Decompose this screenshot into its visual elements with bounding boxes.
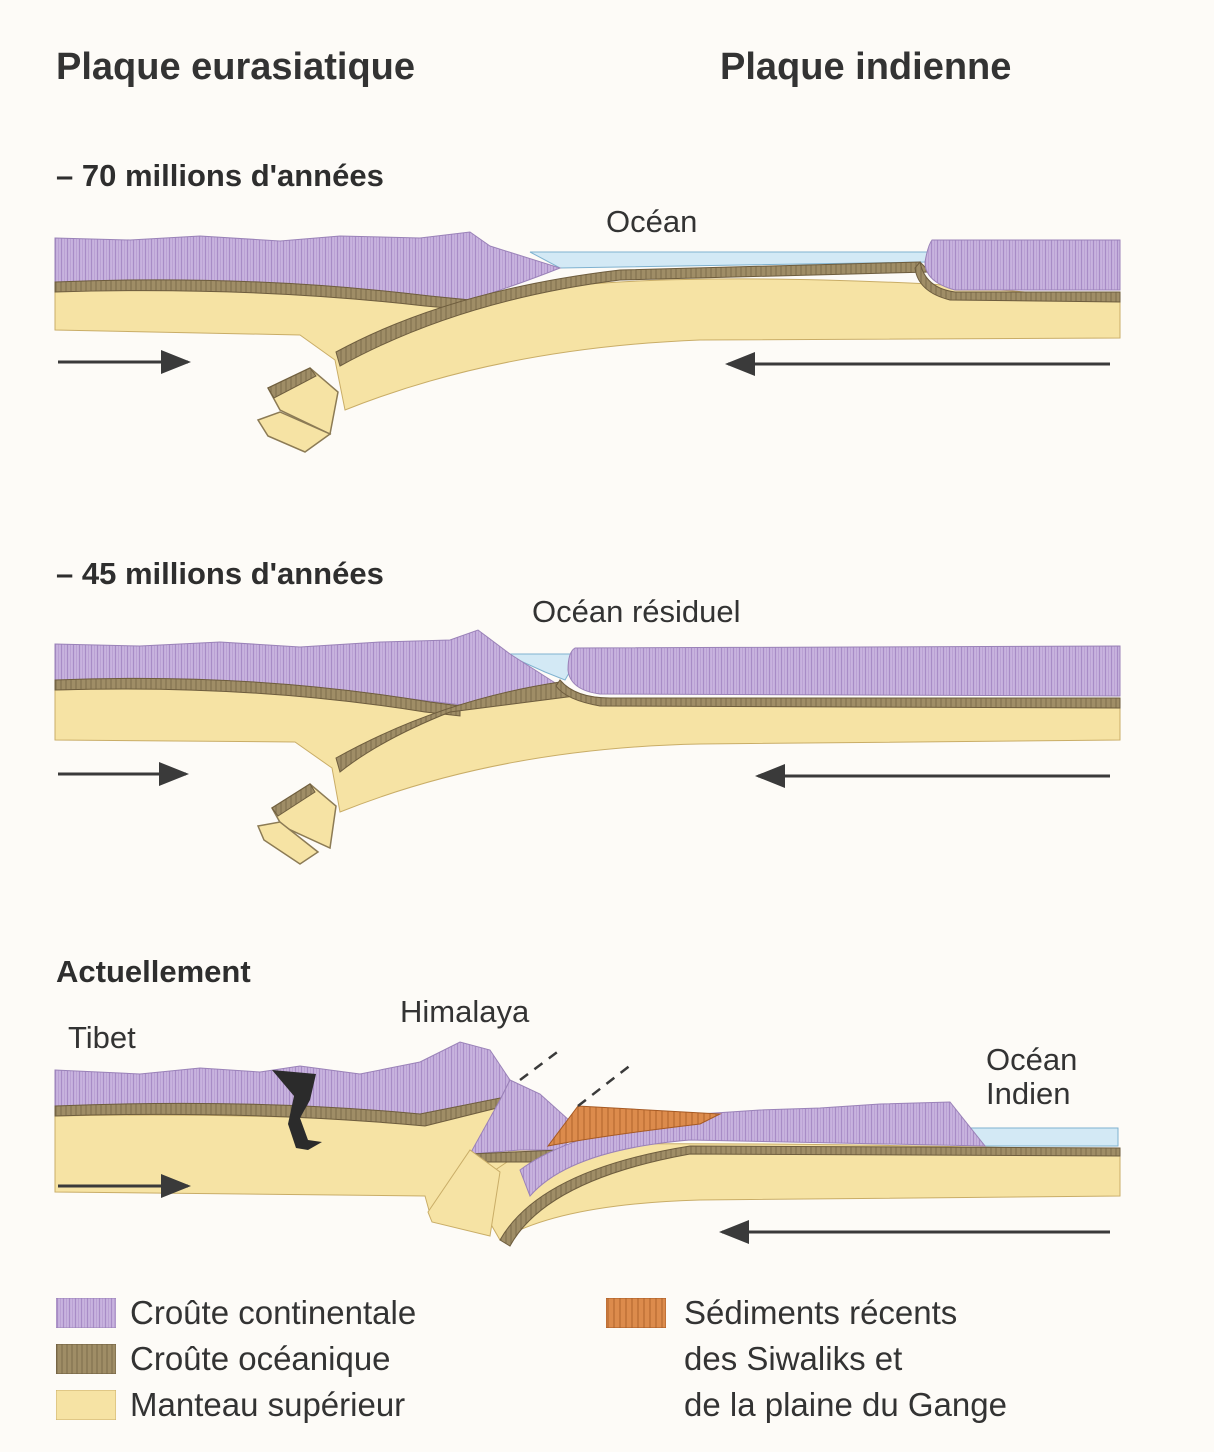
legend-swatch-oceanic [56, 1344, 116, 1374]
legend-mantle: Manteau supérieur [130, 1388, 405, 1421]
panel-present [55, 1042, 1120, 1246]
indian-ocean-water [968, 1128, 1118, 1146]
indian-continental-crust [568, 646, 1120, 696]
tibet-label: Tibet [68, 1022, 136, 1053]
indian-ocean-label-line1: Océan [986, 1044, 1077, 1075]
era-70ma: – 70 millions d'années [56, 160, 384, 191]
legend-swatch-sediments [606, 1298, 666, 1328]
ocean-label: Océan [606, 206, 697, 237]
era-present: Actuellement [56, 956, 251, 987]
panel-70ma [55, 232, 1120, 452]
thrust-line [520, 1050, 560, 1080]
residual-ocean-label: Océan résiduel [532, 596, 741, 627]
left-plate-title: Plaque eurasiatique [56, 48, 415, 86]
era-45ma: – 45 millions d'années [56, 558, 384, 589]
indian-ocean-label-line2: Indien [986, 1078, 1070, 1109]
right-plate-title: Plaque indienne [720, 48, 1011, 86]
legend-swatch-continental [56, 1298, 116, 1328]
thrust-line [578, 1064, 632, 1106]
panel-45ma [55, 630, 1120, 864]
legend-swatch-mantle [56, 1390, 116, 1420]
legend-sediments-line1: Sédiments récents [684, 1296, 957, 1329]
indian-continental-crust [925, 240, 1120, 290]
legend-sediments-line2: des Siwaliks et [684, 1342, 902, 1375]
legend-sediments-line3: de la plaine du Gange [684, 1388, 1007, 1421]
legend-oceanic: Croûte océanique [130, 1342, 391, 1375]
himalaya-label: Himalaya [400, 996, 529, 1027]
legend-continental: Croûte continentale [130, 1296, 416, 1329]
